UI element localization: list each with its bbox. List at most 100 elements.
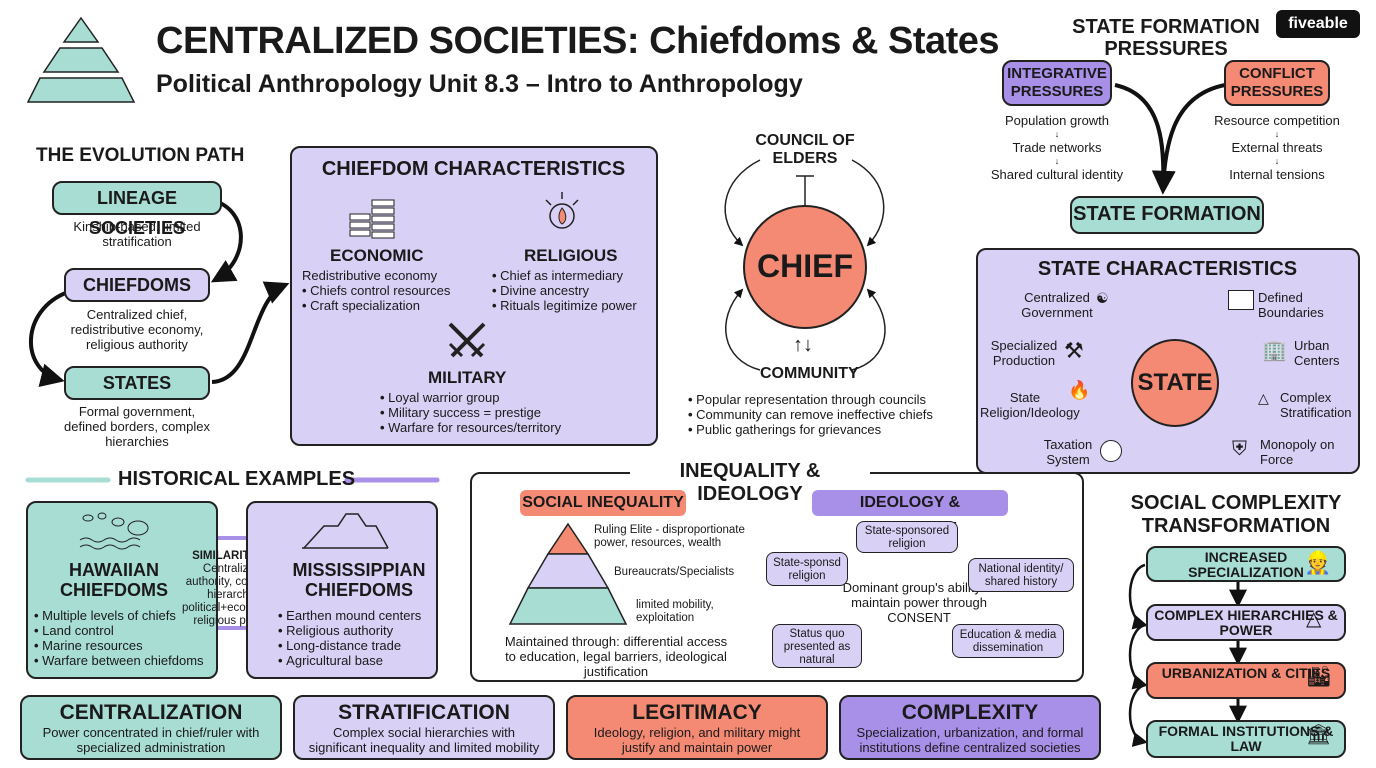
integrative-pressures-box: INTEGRATIVE PRESSURES [1002,60,1112,106]
brand-badge: fiveable [1276,10,1360,38]
evolution-step-lineage: LINEAGE SOCIETIES [52,181,222,238]
coins-icon [346,196,400,247]
military-label: MILITARY [428,368,507,387]
evolution-step-label: CHIEFDOMS [83,275,191,295]
evolution-step-label: STATES [102,373,172,393]
brand-label: fiveable [1288,15,1348,32]
footer-card-complexity: COMPLEXITY Specialization, urbanization,… [839,695,1101,760]
hawaiian-item: Warfare between chiefdoms [34,653,203,668]
footer-card-legitimacy: LEGITIMACY Ideology, religion, and milit… [566,695,828,760]
institution-icon: 🏛 [1306,724,1332,746]
ideology-node: Education & media dissemination [952,624,1064,658]
mississippian-label: MISSISSIPPIAN CHIEFDOMS [292,560,426,600]
chiefdom-heading: CHIEFDOM CHARACTERISTICS [321,158,626,180]
evolution-heading: THE EVOLUTION PATH [36,145,245,166]
state-trait: Centralized Government [1021,290,1093,320]
state-trait: Monopoly on Force [1260,437,1335,467]
footer-card-label: COMPLEXITY [901,701,1039,724]
crossed-swords-icon [444,318,490,369]
evolution-step-chiefdoms: CHIEFDOMS [64,268,210,302]
social-inequality-tag: SOCIAL INEQUALITY [520,490,686,516]
state-trait: State Religion/Ideology [980,390,1080,420]
footer-card-text: Ideology, religion, and military might j… [593,725,801,755]
military-list: Loyal warrior group Military success = p… [380,390,561,435]
hawaiian-list: Multiple levels of chiefs Land control M… [34,608,203,668]
religious-list: Chief as intermediary Divine ancestry Ri… [492,268,637,313]
worker-icon: 👷 [1304,550,1332,575]
inequality-maintained: Maintained through: differential access … [504,634,728,679]
page-title: CENTRALIZED SOCIETIES: Chiefdoms & State… [156,20,1000,62]
state-formation-box: STATE FORMATION [1070,196,1264,234]
integrative-label: INTEGRATIVE PRESSURES [1007,65,1107,100]
footer-card-stratification: STRATIFICATION Complex social hierarchie… [293,695,555,760]
flame-icon: 🔥 [1068,380,1091,400]
footer-card-label: CENTRALIZATION [59,701,243,724]
state-circle: STATE [1131,339,1219,427]
evolution-step-label: LINEAGE SOCIETIES [88,188,186,238]
integrative-item: Trade networks [1012,140,1102,155]
conflict-label: CONFLICT PRESSURES [1230,65,1324,100]
map-icon [1228,290,1254,310]
ideology-node: Status quo presented as natural [772,624,862,668]
evolution-step-desc: Kinship-based, limited stratification [73,219,201,249]
page-subtitle: Political Anthropology Unit 8.3 – Intro … [156,70,803,98]
org-chart-icon: ☯ [1096,290,1109,306]
complexity-step: COMPLEX HIERARCHIES & POWER [1146,604,1346,641]
chief-model-item: Popular representation through councils [688,392,933,407]
mississippian-item: Religious authority [278,623,421,638]
down-arrow-icon: ↓ [1274,156,1280,166]
evolution-step-desc: Formal government, defined borders, comp… [64,404,210,449]
coin-stack-icon [1100,440,1122,462]
mississippian-item: Agricultural base [278,653,421,668]
economic-lead: Redistributive economy [302,268,438,283]
conflict-pressures-box: CONFLICT PRESSURES [1224,60,1330,106]
complexity-step-label: FORMAL INSTITUTIONS & LAW [1158,723,1334,754]
conflict-list: Resource competition ↓ External threats … [1202,112,1352,184]
state-trait: Complex Stratification [1280,390,1352,420]
pyramid-tier-bureaucrats: Bureaucrats/Specialists [614,566,735,578]
conflict-item: Internal tensions [1229,167,1325,182]
pyramid-tier-base: limited mobility, exploitation [636,599,714,624]
city-icon: 🏙 [1306,666,1332,688]
integrative-list: Population growth ↓ Trade networks ↓ Sha… [972,112,1142,184]
economic-label: ECONOMIC [330,246,424,265]
chief-model-item: Public gatherings for grievances [688,422,933,437]
footer-card-label: STRATIFICATION [338,701,510,724]
historical-heading: HISTORICAL EXAMPLES [118,468,356,490]
military-item: Military success = prestige [380,405,561,420]
economic-item: Craft specialization [302,298,450,313]
hawaiian-label: HAWAIIAN CHIEFDOMS [60,560,168,600]
state-heading: STATE CHARACTERISTICS [1037,258,1298,280]
mississippian-item: Earthen mound centers [278,608,421,623]
complexity-step: URBANIZATION & CITIES [1146,662,1346,699]
conflict-item: External threats [1231,140,1323,155]
state-label: STATE [1137,369,1213,396]
community-label: COMMUNITY [760,365,859,382]
ideology-node: State-sponsd religion [766,552,848,586]
complexity-step-label: INCREASED SPECIALIZATION [1188,549,1304,580]
religious-label: RELIGIOUS [524,246,618,265]
tools-icon: ⚒ [1064,338,1084,363]
pyramid-icon: △ [1306,608,1322,630]
fire-ritual-icon [540,190,584,241]
religious-item: Chief as intermediary [492,268,637,283]
ideology-center-text: Dominant group's ability to maintain pow… [842,580,996,625]
complexity-step: FORMAL INSTITUTIONS & LAW [1146,720,1346,758]
evolution-step-states: STATES [64,366,210,400]
ideology-node: State-sponsored religion [856,521,958,553]
state-formation-label: STATE FORMATION [1073,203,1261,225]
military-item: Loyal warrior group [380,390,561,405]
feedback-arrows-icon: ↑↓ [793,334,813,356]
integrative-item: Population growth [1004,113,1110,128]
footer-card-label: LEGITIMACY [632,701,762,724]
mound-icon [300,508,390,557]
state-trait: Taxation System [1043,437,1093,467]
complexity-step-label: URBANIZATION & CITIES [1161,665,1331,681]
buildings-icon: 🏢 [1262,340,1287,362]
chief-circle: CHIEF [743,205,867,329]
ideology-node: National identity/ shared history [968,558,1074,592]
religious-item: Divine ancestry [492,283,637,298]
state-trait: Specialized Production [990,338,1058,368]
hierarchy-icon: △ [1258,390,1269,406]
footer-card-text: Specialization, urbanization, and formal… [856,725,1084,755]
